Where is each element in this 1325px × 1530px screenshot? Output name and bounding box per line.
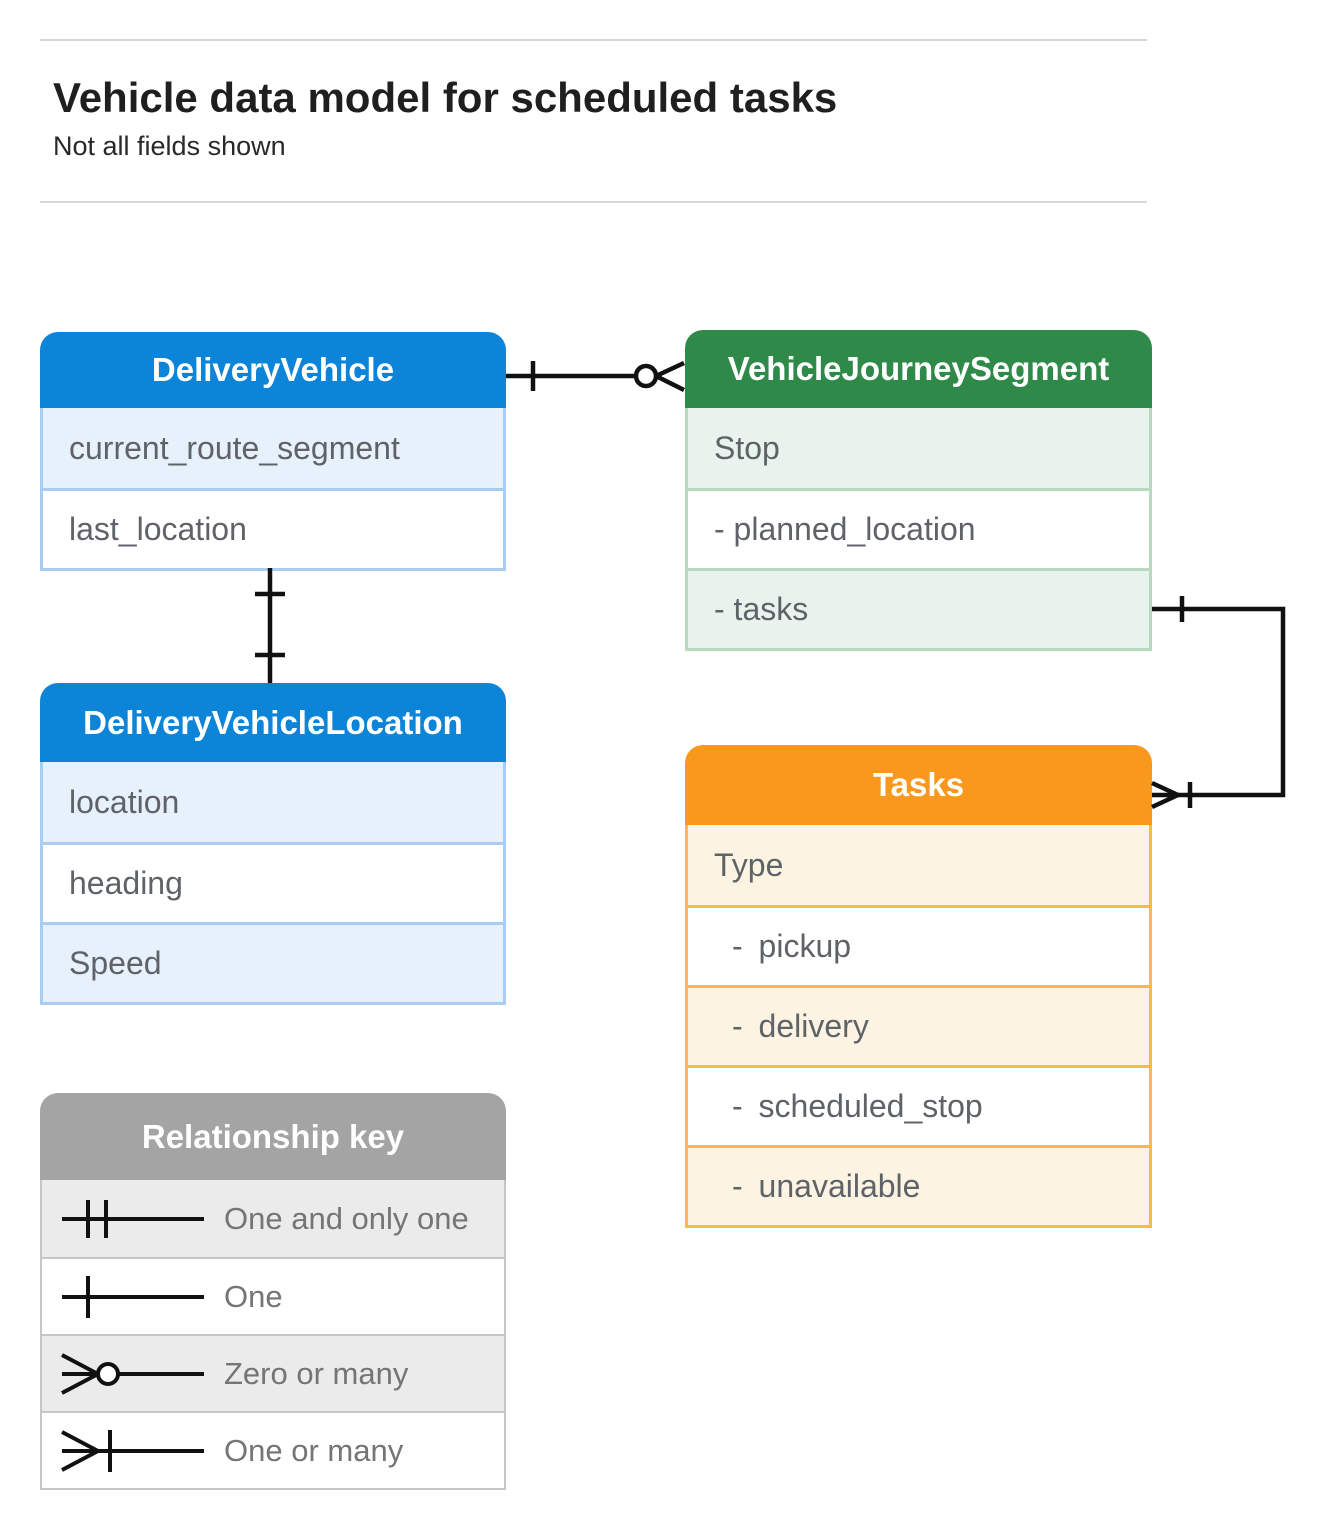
field-tasks: - tasks bbox=[688, 568, 1149, 648]
entity-delivery-vehicle-fields: current_route_segment last_location bbox=[40, 408, 506, 571]
entity-delivery-vehicle: DeliveryVehicle current_route_segment la… bbox=[40, 332, 506, 571]
field-planned-location: - planned_location bbox=[688, 488, 1149, 568]
page-title: Vehicle data model for scheduled tasks bbox=[53, 74, 838, 121]
legend-item-one-or-many: One or many bbox=[42, 1411, 504, 1488]
one-or-many-icon bbox=[61, 1429, 204, 1472]
connector-deliveryvehicle-to-vehiclejourneysegment bbox=[506, 360, 686, 393]
field-heading: heading bbox=[43, 842, 503, 922]
entity-tasks-fields: Type - pickup - delivery - scheduled_sto… bbox=[685, 825, 1152, 1228]
legend-item-zero-or-many: Zero or many bbox=[42, 1334, 504, 1411]
title-divider bbox=[40, 201, 1147, 203]
field-current-route-segment: current_route_segment bbox=[43, 408, 503, 488]
legend-item-one-and-only-one: One and only one bbox=[42, 1180, 504, 1257]
one-and-only-one-icon bbox=[62, 1199, 204, 1238]
field-location: location bbox=[43, 762, 503, 842]
entity-delivery-vehicle-title: DeliveryVehicle bbox=[40, 332, 506, 408]
one-icon bbox=[62, 1275, 204, 1318]
entity-vehicle-journey-segment: VehicleJourneySegment Stop - planned_loc… bbox=[685, 330, 1152, 651]
field-pickup: - pickup bbox=[688, 905, 1149, 985]
field-last-location: last_location bbox=[43, 488, 503, 568]
legend-label: One or many bbox=[224, 1432, 404, 1468]
field-unavailable: - unavailable bbox=[688, 1145, 1149, 1225]
field-type: Type bbox=[688, 825, 1149, 905]
entity-vehicle-journey-segment-fields: Stop - planned_location - tasks bbox=[685, 408, 1152, 651]
field-speed: Speed bbox=[43, 922, 503, 1002]
connector-vehiclejourneysegment-tasks-to-tasks bbox=[1151, 596, 1286, 810]
page-subtitle: Not all fields shown bbox=[53, 131, 286, 161]
field-stop: Stop bbox=[688, 408, 1149, 488]
zero-or-many-icon bbox=[61, 1352, 204, 1395]
entity-delivery-vehicle-location-fields: location heading Speed bbox=[40, 762, 506, 1005]
field-delivery: - delivery bbox=[688, 985, 1149, 1065]
relationship-key: Relationship key One and only one One bbox=[40, 1093, 506, 1490]
entity-tasks: Tasks Type - pickup - delivery - schedul… bbox=[685, 745, 1152, 1228]
top-divider bbox=[40, 39, 1147, 41]
connector-deliveryvehicle-to-deliveryvehiclelocation bbox=[255, 568, 285, 683]
legend-label: One and only one bbox=[224, 1200, 469, 1236]
legend-label: Zero or many bbox=[224, 1355, 409, 1391]
field-scheduled-stop: - scheduled_stop bbox=[688, 1065, 1149, 1145]
relationship-key-rows: One and only one One Zero or many On bbox=[40, 1180, 506, 1490]
legend-label: One bbox=[224, 1278, 283, 1314]
entity-tasks-title: Tasks bbox=[685, 745, 1152, 825]
entity-delivery-vehicle-location-title: DeliveryVehicleLocation bbox=[40, 683, 506, 762]
entity-vehicle-journey-segment-title: VehicleJourneySegment bbox=[685, 330, 1152, 408]
entity-delivery-vehicle-location: DeliveryVehicleLocation location heading… bbox=[40, 683, 506, 1005]
legend-item-one: One bbox=[42, 1257, 504, 1334]
relationship-key-title: Relationship key bbox=[40, 1093, 506, 1180]
